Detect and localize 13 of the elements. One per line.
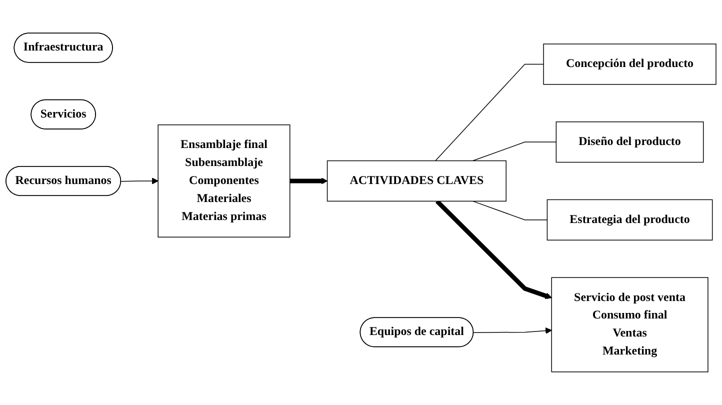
arrow [290,178,328,184]
connector [472,200,548,220]
node-box: Estrategia del producto [546,199,713,240]
node-box: Ensamblaje final Subensamblaje Componentes Materiales Materias primas [158,124,290,238]
arrow [473,327,552,334]
connector [472,142,557,162]
node-box: Concepción del producto [543,44,716,85]
connector [435,64,544,162]
node-box: ACTIVIDADES CLAVES [326,160,506,202]
node-box: Diseño del producto [556,121,704,163]
node-box: Servicio de post venta Consumo final Ventas Marketing [551,277,708,372]
arrow [435,200,552,299]
arrow [120,178,158,184]
